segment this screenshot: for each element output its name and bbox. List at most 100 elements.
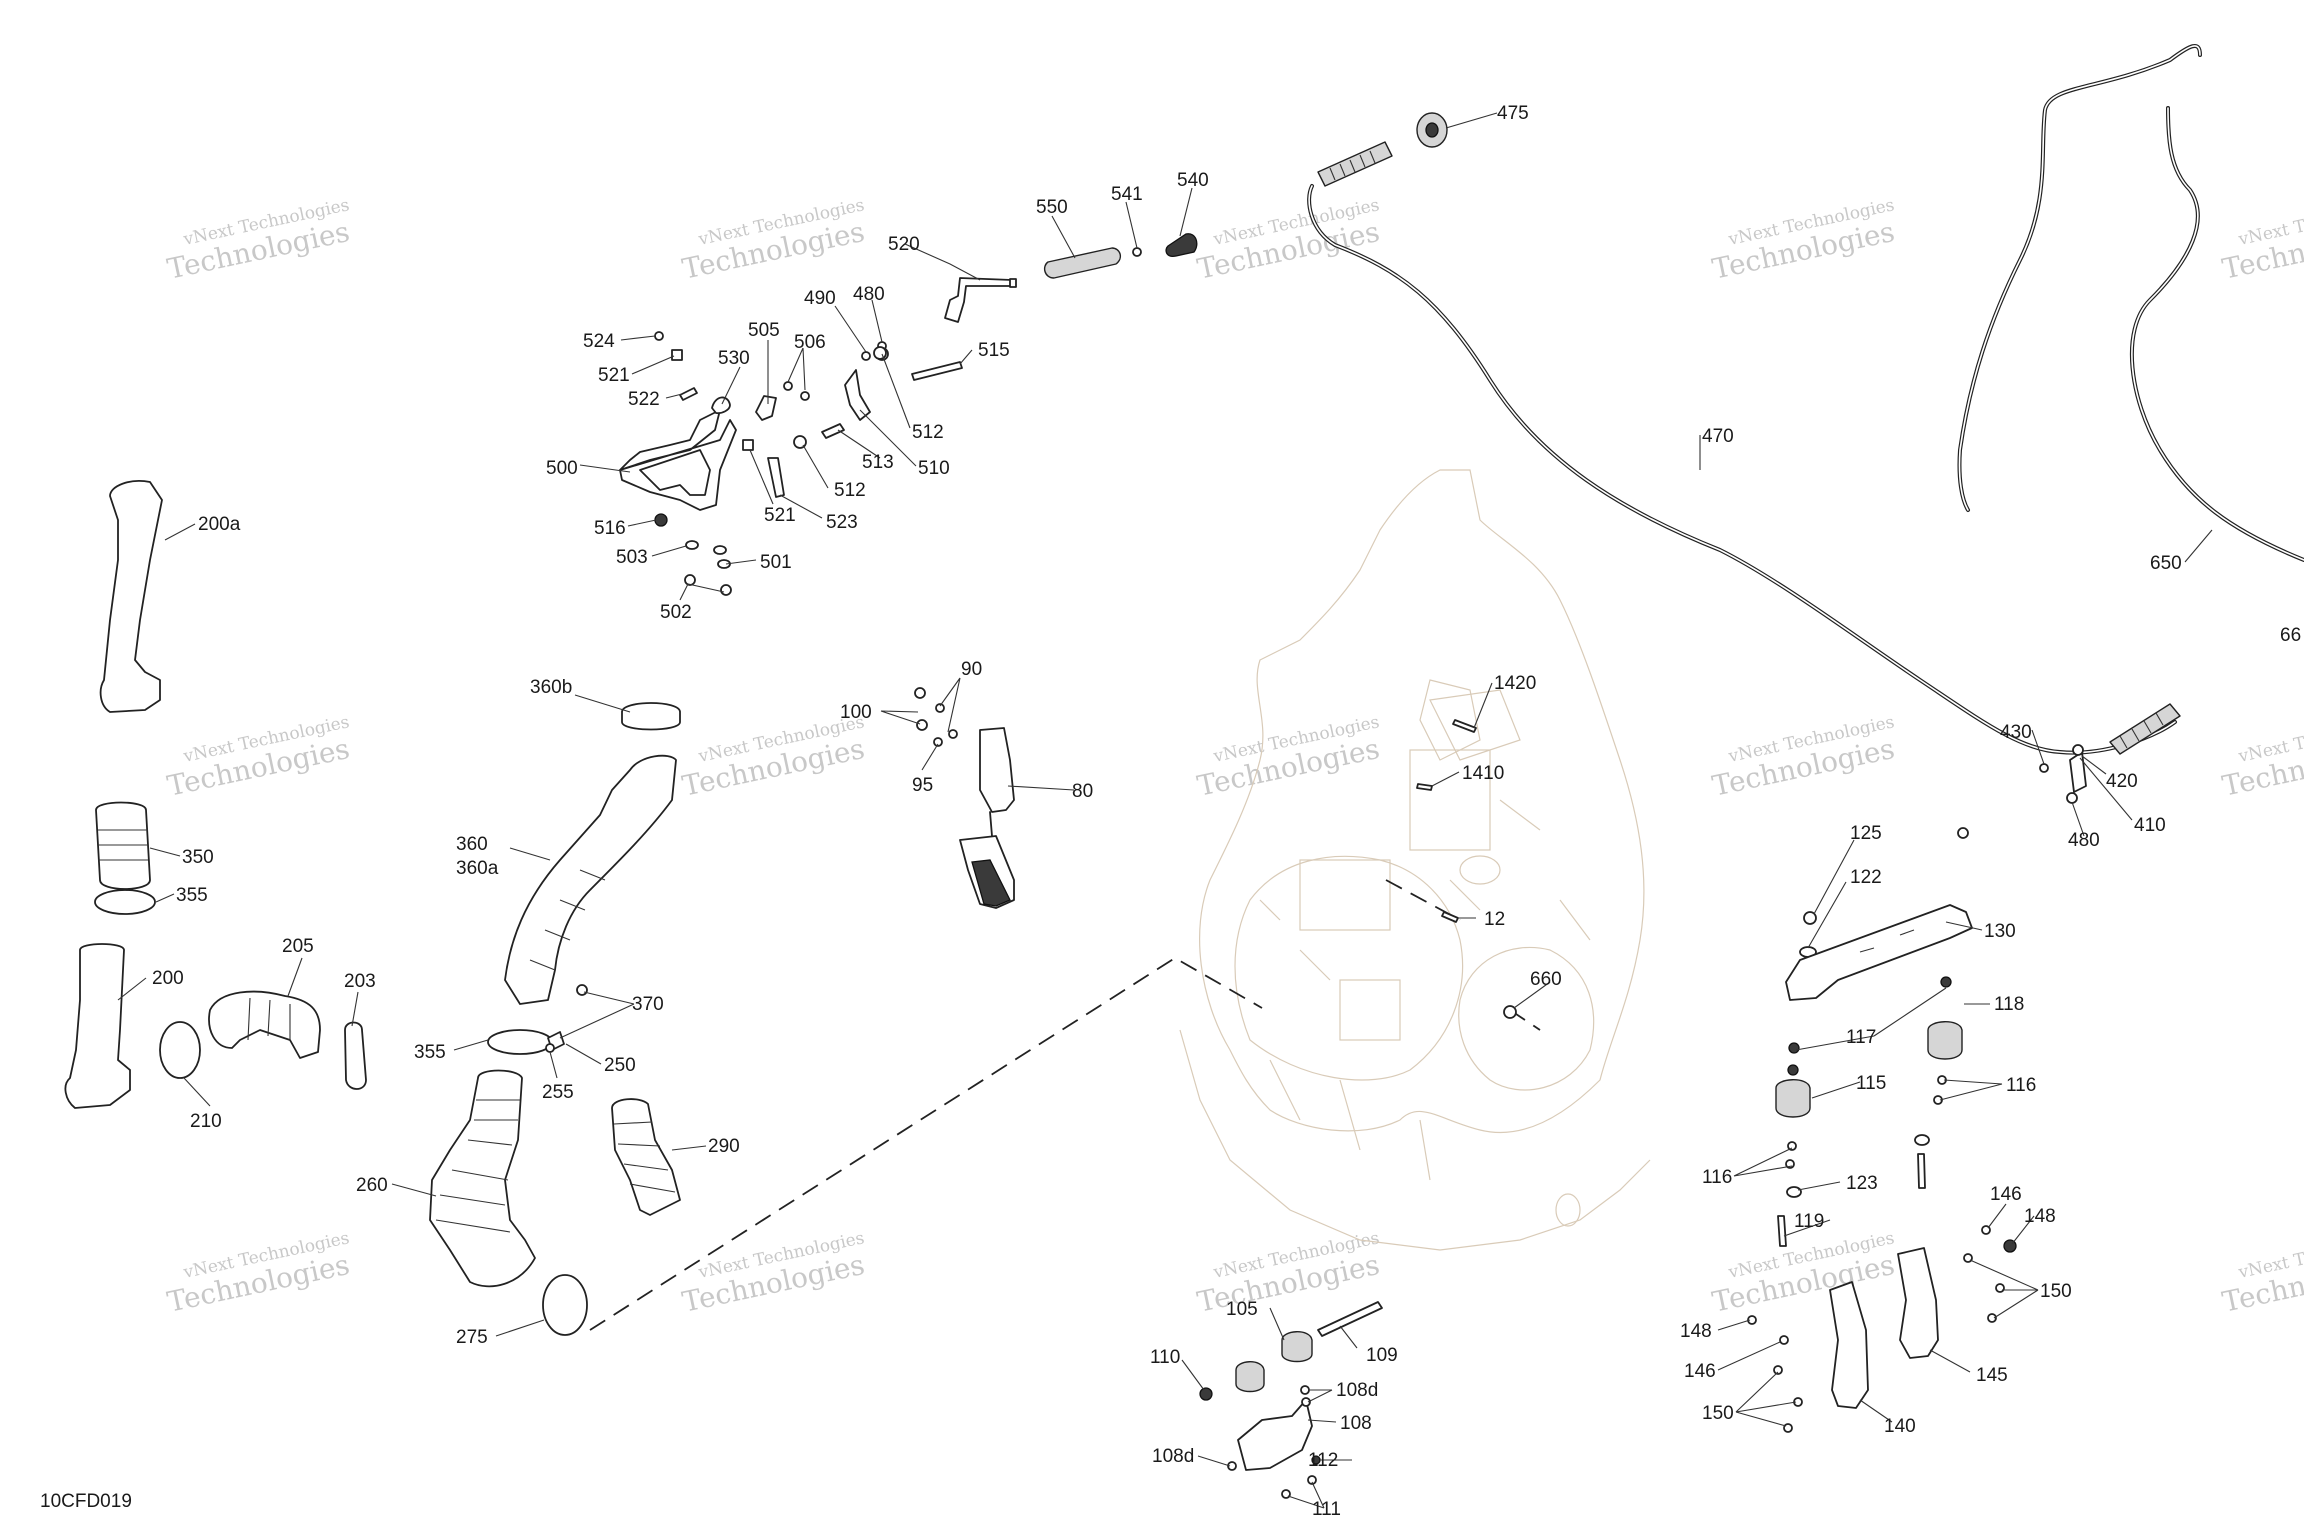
bolt-119-b	[1777, 1215, 1787, 1247]
washer-490	[861, 351, 871, 361]
clamp-210	[159, 1021, 201, 1079]
mount-105-a	[1281, 1331, 1313, 1363]
pipe-200	[64, 943, 131, 1109]
nut-660	[1503, 1005, 1517, 1019]
callout-label: 480	[853, 284, 885, 305]
bolt-523	[767, 457, 785, 498]
callout-label: 410	[2134, 815, 2166, 836]
bracket-420	[2069, 751, 2087, 793]
bolt-119-a	[1917, 1153, 1926, 1189]
nut-110	[1199, 1387, 1213, 1401]
callout-label: 105	[1226, 1299, 1258, 1320]
watermark: vNext Technologies Technologies	[1194, 712, 1382, 803]
washer-90-a	[935, 703, 945, 713]
callout-label: 119	[1794, 1211, 1824, 1232]
bolt-150-d	[1773, 1365, 1783, 1375]
cable-650	[1957, 44, 2304, 562]
callout-label: 512	[912, 422, 944, 443]
nut-100-a	[914, 687, 926, 699]
callout-label: 505	[748, 320, 780, 341]
callout-label: 1410	[1462, 763, 1504, 784]
callout-label: 116	[1702, 1167, 1732, 1188]
cable-end-spring-bottom	[2109, 703, 2181, 755]
callout-label: 370	[632, 994, 664, 1015]
bolt-111-b	[1307, 1475, 1317, 1485]
washer-90-b	[948, 729, 958, 739]
callout-label: 360	[456, 834, 488, 855]
watermark: vNext Technologies Technologies	[1194, 1228, 1382, 1319]
callout-label: 108d	[1336, 1380, 1378, 1401]
bolt-150-c	[1987, 1313, 1997, 1323]
callout-label: 111	[1312, 1499, 1341, 1520]
nut-125	[1803, 911, 1817, 925]
callout-label: 524	[583, 331, 615, 352]
callout-label: 506	[794, 332, 826, 353]
callout-label: 355	[414, 1042, 446, 1063]
nut-502-a	[684, 574, 696, 586]
callout-label: 360b	[530, 677, 572, 698]
callout-label: 203	[344, 971, 376, 992]
part-shapes	[64, 112, 2181, 1499]
callout-label: 148	[1680, 1321, 1712, 1342]
bracket-145	[1897, 1247, 1939, 1359]
callout-label: 117	[1846, 1027, 1876, 1048]
callout-label: 523	[826, 512, 858, 533]
callout-label: 12	[1484, 909, 1505, 930]
callout-label: 146	[1990, 1184, 2022, 1205]
bolt-515	[911, 361, 963, 381]
bolt-12	[1441, 911, 1459, 923]
callout-label: 420	[2106, 771, 2138, 792]
callout-label: 80	[1072, 781, 1093, 802]
callout-labels: 475 541 540 550 520 490 480 524 505 506 …	[152, 103, 2301, 1520]
bolt-108d-b	[1301, 1397, 1311, 1407]
mount-115	[1775, 1079, 1811, 1118]
callout-label: 112	[1308, 1450, 1338, 1471]
callout-label: 108	[1340, 1413, 1372, 1434]
nut-516	[654, 513, 668, 527]
bellows-290	[611, 1098, 681, 1216]
watermark: vNext Technologies Technologies	[1709, 712, 1897, 803]
bolt-108d-a	[1300, 1385, 1310, 1395]
pedal-80	[959, 727, 1015, 909]
callout-label: 145	[1976, 1365, 2008, 1386]
watermark: vNext Technologies Technologies	[2219, 195, 2304, 286]
callout-label: 520	[888, 234, 920, 255]
callout-label: 660	[1530, 969, 1562, 990]
nut-512-b	[873, 346, 887, 360]
spacer-521	[671, 349, 683, 361]
nut-148-b	[1747, 1315, 1757, 1325]
callout-label: 150	[1702, 1403, 1734, 1424]
coupler-350	[95, 801, 151, 890]
callout-label: 430	[2000, 722, 2032, 743]
watermark: vNext Technologies Technologies	[1709, 195, 1897, 286]
callout-label: 200	[152, 968, 184, 989]
callout-label: 90	[961, 659, 982, 680]
callout-label: 503	[616, 547, 648, 568]
callout-label: 1420	[1494, 673, 1536, 694]
watermark: vNext Technologies Technologies	[1709, 1228, 1897, 1319]
watermark: vNext Technologies Technologies	[2219, 1228, 2304, 1319]
bolt-150-b	[1995, 1283, 2005, 1293]
callout-label: 650	[2150, 553, 2182, 574]
nut-480-b	[2066, 792, 2078, 804]
engine-ghost-outline	[1179, 469, 1651, 1251]
callout-label: 116	[2006, 1075, 2036, 1096]
washer-95	[933, 737, 943, 747]
mount-118	[1927, 1021, 1963, 1060]
watermark: vNext Technologies Technologies	[679, 1228, 867, 1319]
watermark: vNext Technologies Technologies	[164, 712, 352, 803]
callout-label: 522	[628, 389, 660, 410]
clamp-355-b	[487, 1029, 553, 1055]
callout-label: 130	[1984, 921, 2016, 942]
nut-117-a	[1940, 976, 1952, 988]
callout-label: 515	[978, 340, 1010, 361]
nut-502-b	[720, 584, 732, 596]
mount-105-b	[1235, 1361, 1265, 1393]
bellows-260	[429, 1069, 536, 1288]
nut-117-c	[1787, 1064, 1799, 1076]
bolt-370	[576, 984, 588, 996]
callout-label: 115	[1856, 1073, 1886, 1094]
washer-503	[685, 540, 699, 550]
callout-label: 122	[1850, 867, 1882, 888]
